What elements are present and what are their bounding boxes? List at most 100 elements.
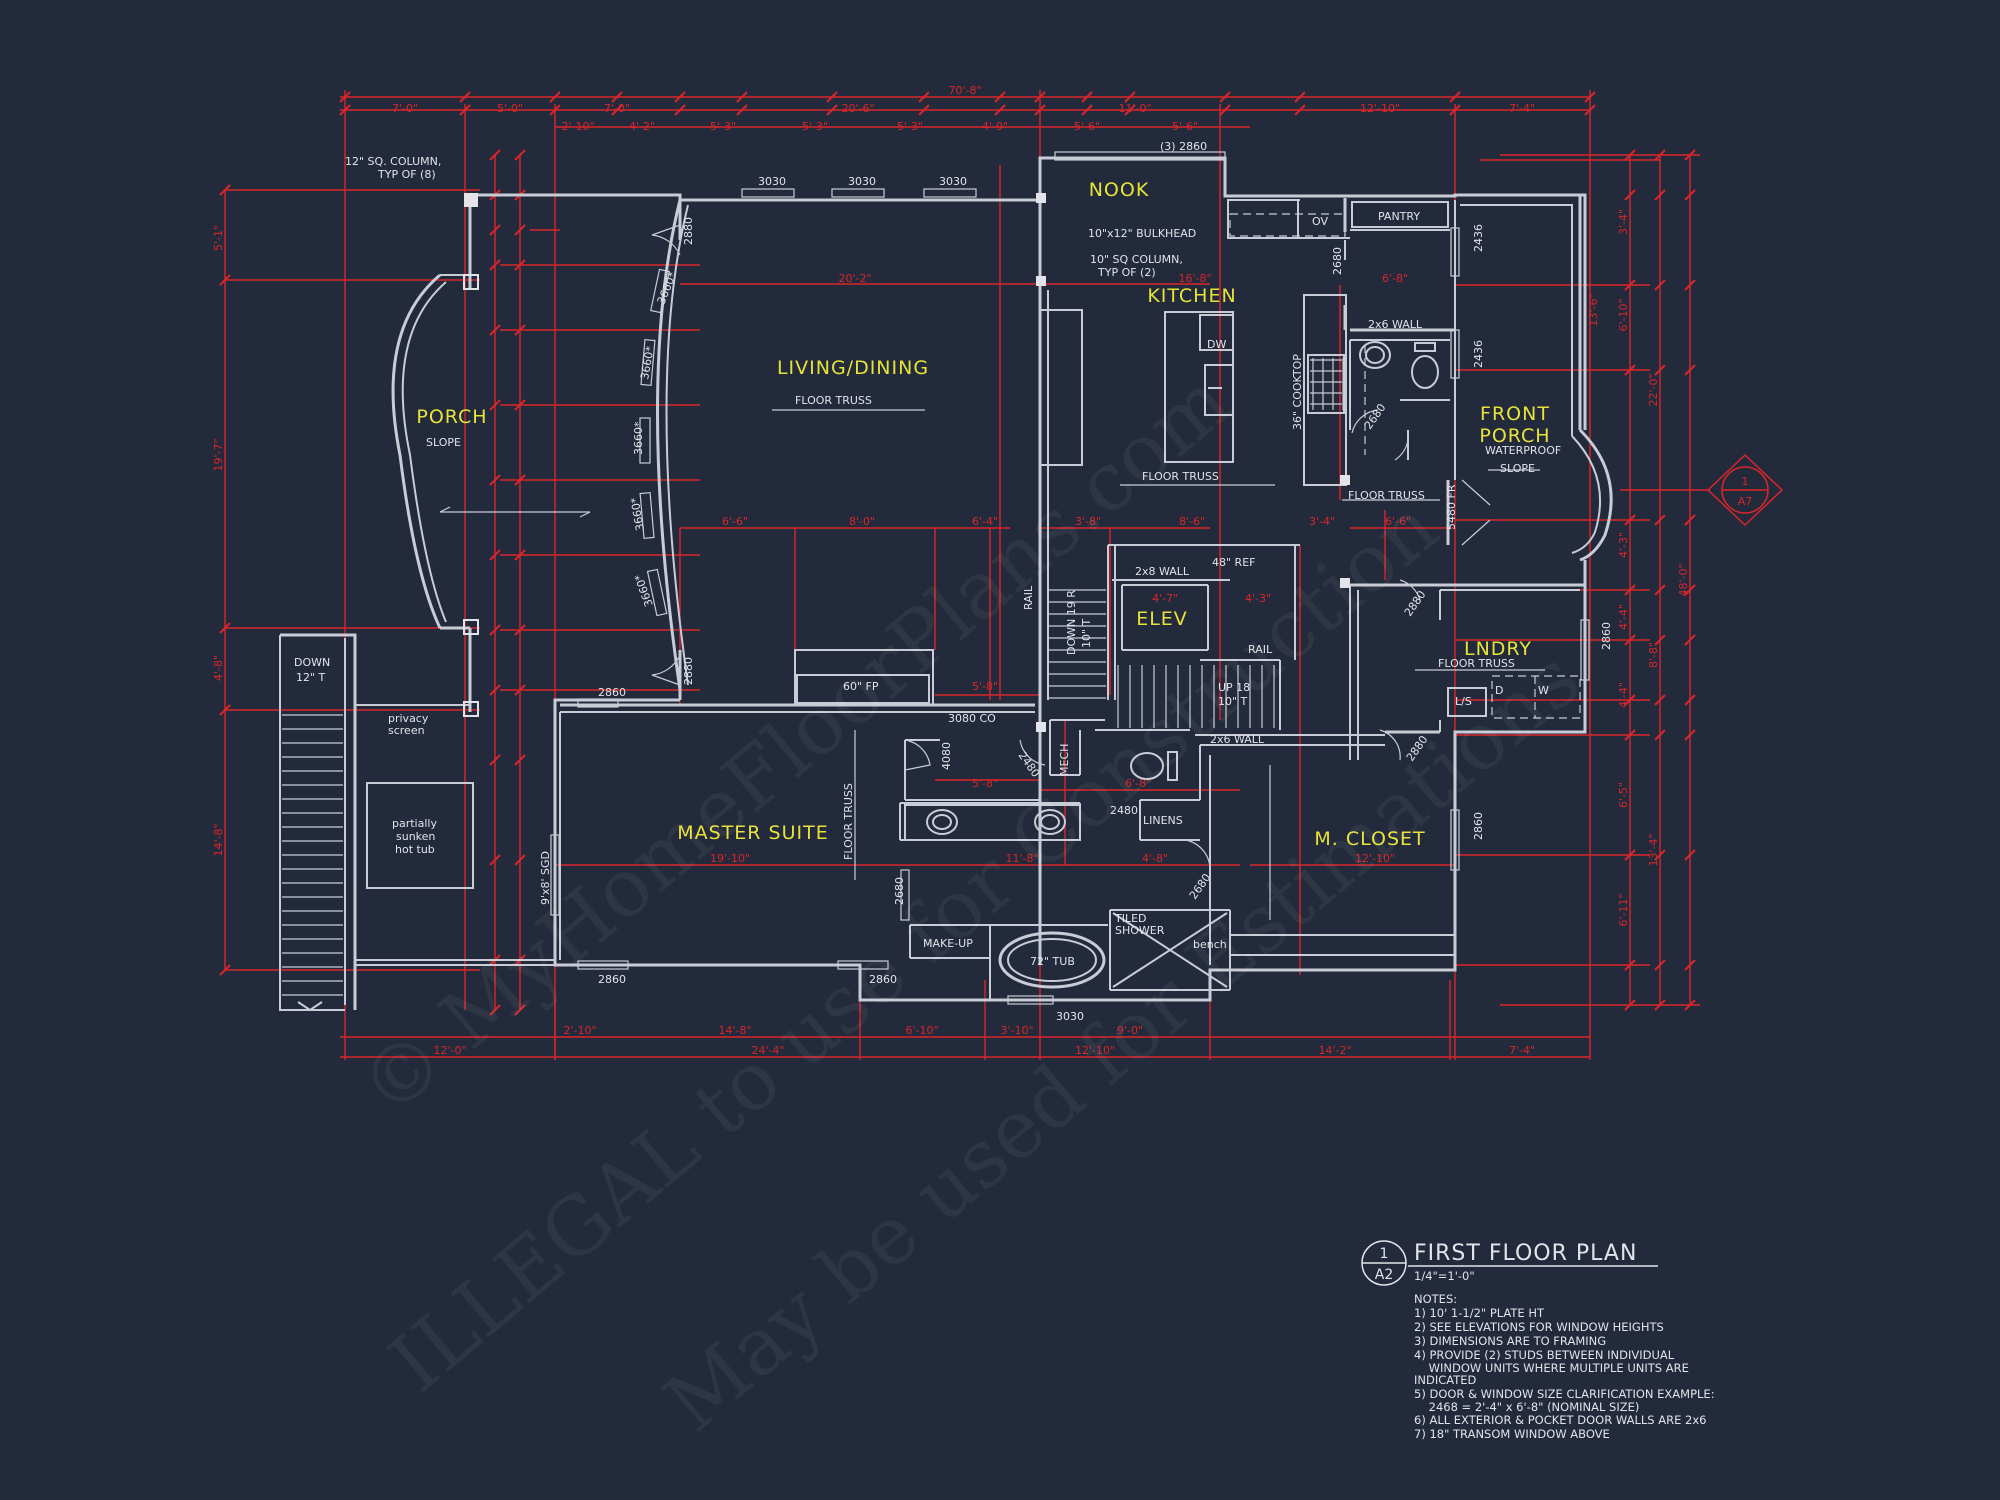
dim-right: 6'-5" [1617,782,1630,808]
window-tag: 2860 [1600,622,1613,650]
drawing-stroke [489,224,501,236]
drawing-stroke [219,184,231,196]
drawing-stroke [918,91,930,103]
drawing-stroke [1219,104,1231,116]
dim-interior: 8'-6" [1179,515,1205,528]
front-floor-truss: FLOOR TRUSS [1348,489,1425,502]
shower-label-2: SHOWER [1115,924,1165,937]
section-marker: 1 A7 [1620,453,1784,527]
front-porch-slope: SLOPE [1500,462,1535,475]
dim-top: 5'-0" [497,102,523,115]
mech-label: MECH [1058,744,1071,776]
kitchen-floor-truss: FLOOR TRUSS [1142,470,1219,483]
drawing-stroke [1624,999,1636,1011]
dim-left: 14'-8" [212,823,225,856]
drawing-stroke [1654,364,1666,376]
washer-label: W [1538,684,1549,697]
drawing-stroke [674,91,686,103]
window-tag: 3030 [758,175,786,188]
window-tag: 2436 [1472,224,1485,252]
bulkhead-note: 10"x12" BULKHEAD [1088,227,1196,240]
dim-bottom2: 12'-10" [1075,1044,1115,1057]
dim-interior: 20'-2" [838,272,871,285]
drawing-stroke [219,964,231,976]
drawing-stroke [459,91,471,103]
dim-right: 6'-11" [1617,893,1630,926]
sheet-number: A2 [1375,1267,1393,1283]
walls [279,151,1613,1011]
drawing-stroke [1684,189,1696,201]
window-labels: 3030 3030 3030 2880 3660* 3660* 3660* 36… [598,175,1613,1023]
window-tag: 3660* [632,421,645,455]
linens-label: LINENS [1143,814,1183,827]
drawing-stroke [489,624,501,636]
drawing-stroke [514,854,526,866]
drawing-stroke [1684,694,1696,706]
dim-right: 13'-6" [1587,293,1600,326]
dim-interior: 4'-7" [1152,592,1178,605]
window-tag: 3030 [939,175,967,188]
window-tag: 2860 [1472,812,1485,840]
drawing-stroke [489,324,501,336]
dim-top: 12'-10" [1360,102,1400,115]
door-tag: 2680 [1331,247,1344,275]
window-tag: 3030 [1056,1010,1084,1023]
note-line: 4) PROVIDE (2) STUDS BETWEEN INDIVIDUAL [1414,1348,1675,1362]
dim-bottom: 9'-0" [1117,1024,1143,1037]
dim-interior: 16'-8" [1178,272,1211,285]
annotations: 12" SQ. COLUMN, TYP OF (8) SLOPE FLOOR T… [294,140,1561,968]
dim-top2: 5'-6" [1074,120,1100,133]
note-line: WINDOW UNITS WHERE MULTIPLE UNITS ARE [1414,1361,1689,1375]
dim-bottom: 6'-10" [905,1024,938,1037]
drawing-stroke [1654,959,1666,971]
drawing-stroke [1684,849,1696,861]
dim-bottom2: 7'-4" [1509,1044,1535,1057]
drawing-stroke [489,754,501,766]
laundry-sink-label: L/S [1455,695,1472,708]
window-tag: 2880 [682,657,695,685]
dim-interior: 8'-0" [849,515,875,528]
dim-right: 13'-4" [1647,833,1660,866]
drawing-stroke [1684,149,1696,161]
room-nook: NOOK [1089,179,1150,201]
refrigerator-label: 48" REF [1212,556,1255,569]
room-labels: PORCH LIVING/DINING NOOK KITCHEN FRONT P… [416,179,1550,850]
room-porch: PORCH [416,406,487,428]
dim-interior: 6'-6" [1385,515,1411,528]
makeup-label: MAKE-UP [923,937,973,950]
drawing-stroke [1684,279,1696,291]
hot-tub-label-2: sunken [396,830,435,843]
drawing-stroke [1654,849,1666,861]
door-tag: 4080 [940,742,953,770]
column-note-4: TYP OF (2) [1097,266,1156,279]
room-front-porch: FRONT [1480,403,1550,425]
dim-right: 8'-8" [1647,642,1660,668]
living-floor-truss: FLOOR TRUSS [795,394,872,407]
stair-up-riser: 10" T [1218,695,1248,708]
hot-tub-label: partially [392,817,437,830]
drawing-stroke [736,91,748,103]
drawing-stroke [489,684,501,696]
dim-bottom: 2'-10" [563,1024,596,1037]
room-front-porch-2: PORCH [1479,425,1550,447]
dryer-label: D [1495,684,1503,697]
dim-top-total: 70'-8" [948,84,981,97]
dim-interior: 6'-8" [1125,777,1151,790]
dim-interior: 4'-3" [1245,592,1271,605]
dim-top2: 5'-3" [710,120,736,133]
drawing-stroke [1684,999,1696,1011]
window-label: (3) 2860 [1160,140,1207,153]
drawing-stroke [1081,104,1093,116]
drawing-stroke [611,104,623,116]
dim-right: 4'-4" [1617,604,1630,630]
room-master-closet: M. CLOSET [1314,828,1425,850]
wall-note-2x6: 2x6 WALL [1368,318,1423,331]
drawing-stroke [1081,91,1093,103]
window-tag: 2880 [682,217,695,245]
laundry-floor-truss: FLOOR TRUSS [1438,657,1515,670]
drawing-stroke [489,1004,501,1016]
down-stair-label: DOWN [294,656,330,669]
note-line: 3) DIMENSIONS ARE TO FRAMING [1414,1334,1606,1348]
drawing-stroke [994,91,1006,103]
